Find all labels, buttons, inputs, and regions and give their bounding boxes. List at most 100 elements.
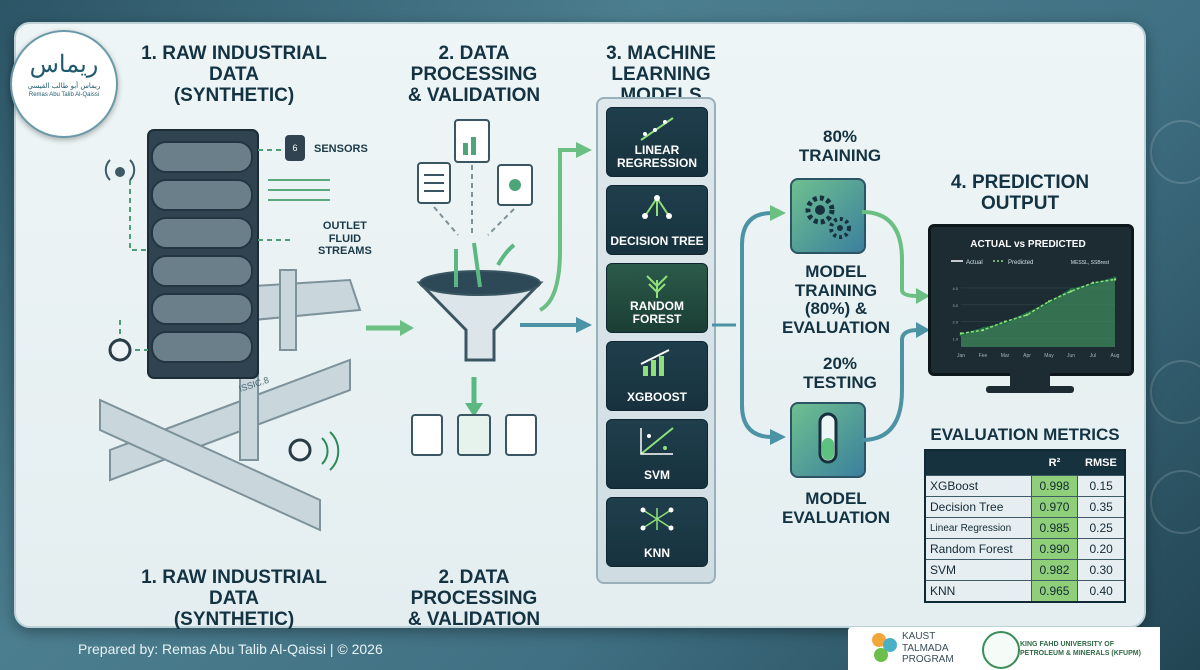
background-ring xyxy=(1150,360,1200,424)
heading-processing-bottom-line1: 2. DATA PROCESSING xyxy=(374,568,574,610)
monitor: ACTUAL vs PREDICTED Actual Predicted MES… xyxy=(928,224,1134,376)
model-name: SVM xyxy=(607,469,707,482)
wireless-sensor-icon xyxy=(106,160,134,180)
legend-predicted: Predicted xyxy=(1008,260,1033,266)
chart-point-predicted xyxy=(960,332,962,334)
metrics-header-r2: R² xyxy=(1031,450,1078,476)
kfupm-line1: KING FAHD UNIVERSITY OF xyxy=(1020,640,1141,649)
sensor-icon: 6 xyxy=(285,135,305,161)
metrics-r2-cell: 0.990 xyxy=(1031,539,1078,560)
metrics-r2-cell: 0.965 xyxy=(1031,581,1078,603)
model-card-svm[interactable]: SVM xyxy=(606,419,708,489)
legend-note: MESSL, SSBrest xyxy=(1071,260,1110,266)
badge-latin-name: Remas Abu Talib Al-Qaissi xyxy=(12,92,116,98)
metrics-rmse-cell: 0.25 xyxy=(1078,518,1125,539)
model-card-decision-tree[interactable]: DECISION TREE xyxy=(606,185,708,255)
metrics-r2-cell: 0.970 xyxy=(1031,497,1078,518)
heading-processing-bottom-line2: & VALIDATION xyxy=(374,610,574,631)
model-name: LINEARREGRESSION xyxy=(607,144,707,170)
eval-line1: MODEL xyxy=(778,490,894,509)
chart-x-tick-label: Fee xyxy=(979,353,988,359)
arrows-processing-to-models xyxy=(520,140,600,370)
kaust-line2: TALMADA xyxy=(902,643,954,655)
chart-point-predicted xyxy=(1070,290,1072,292)
model-name: XGBOOST xyxy=(607,391,707,404)
metrics-rmse-cell: 0.40 xyxy=(1078,581,1125,603)
metrics-model-cell: SVM xyxy=(925,560,1031,581)
arrow-raw-to-processing xyxy=(366,318,416,338)
chart-point-predicted xyxy=(982,329,984,331)
footer-credit: Prepared by: Remas Abu Talib Al-Qaissi |… xyxy=(78,641,383,657)
metrics-rmse-cell: 0.35 xyxy=(1078,497,1125,518)
models-column: LINEARREGRESSION DECISION TREE RANDOMFOR… xyxy=(596,97,716,584)
heading-prediction-line1: 4. PREDICTION xyxy=(940,173,1100,194)
heading-prediction: 4. PREDICTION OUTPUT xyxy=(940,173,1100,215)
chart-point-predicted xyxy=(1026,314,1028,316)
kfupm-name-text: KING FAHD UNIVERSITY OF PETROLEUM & MINE… xyxy=(1020,640,1141,658)
metrics-header-model xyxy=(925,450,1031,476)
metrics-r2-cell: 0.985 xyxy=(1031,518,1078,539)
heading-processing-top-line2: & VALIDATION xyxy=(374,86,574,107)
train-percent: 80% xyxy=(790,128,890,147)
model-card-knn[interactable]: KNN xyxy=(606,497,708,567)
badge-arabic-subtitle: ريماس أبو طالب القيسي xyxy=(12,82,116,90)
kfupm-line2: PETROLEUM & MINERALS (KFUPM) xyxy=(1020,649,1141,658)
monitor-stand xyxy=(1010,372,1050,386)
chart-y-tick-label: 2.0 xyxy=(952,320,958,325)
sensors-label: SENSORS xyxy=(314,143,368,156)
chart-x-tick-label: Apr xyxy=(1023,353,1031,359)
heading-raw-bottom-line2: (SYNTHETIC) xyxy=(118,610,350,631)
chart-x-tick-label: Jul xyxy=(1090,353,1096,359)
model-name: RANDOMFOREST xyxy=(607,300,707,326)
model-card-xgboost[interactable]: XGBOOST xyxy=(606,341,708,411)
industrial-plant-illustration: ISSIC.8 xyxy=(90,120,380,560)
hyperplane-icon xyxy=(637,426,677,456)
background-ring xyxy=(1150,120,1200,184)
chart-point-predicted xyxy=(1114,278,1116,280)
heading-processing-top: 2. DATA PROCESSING & VALIDATION xyxy=(374,44,574,107)
heading-raw-bottom-line1: 1. RAW INDUSTRIAL DATA xyxy=(118,568,350,610)
outlet-line3: STREAMS xyxy=(318,245,372,258)
heading-processing-bottom: 2. DATA PROCESSING & VALIDATION xyxy=(374,568,574,631)
chart-x-tick-label: Jan xyxy=(957,353,965,359)
model-name: DECISION TREE xyxy=(607,235,707,248)
sensor-badge-number: 6 xyxy=(292,143,297,153)
input-document-icons xyxy=(418,120,532,205)
chart-point-predicted xyxy=(1092,282,1094,284)
eval-line2: EVALUATION xyxy=(778,509,894,528)
metrics-r2-cell: 0.982 xyxy=(1031,560,1078,581)
kaust-line1: KAUST xyxy=(902,631,954,643)
metrics-model-cell: XGBoost xyxy=(925,476,1031,497)
background-ring xyxy=(1150,470,1200,534)
heading-raw-bottom: 1. RAW INDUSTRIAL DATA (SYNTHETIC) xyxy=(118,568,350,631)
legend-actual: Actual xyxy=(966,260,983,266)
model-name: KNN xyxy=(607,547,707,560)
metrics-row: Random Forest0.9900.20 xyxy=(925,539,1125,560)
heading-raw-top-line1: 1. RAW INDUSTRIAL DATA xyxy=(118,44,350,86)
chart-y-tick-label: 1.0 xyxy=(952,337,958,342)
train-word: TRAINING xyxy=(790,147,890,166)
metrics-rmse-cell: 0.30 xyxy=(1078,560,1125,581)
chart-x-tick-label: Aug xyxy=(1111,353,1120,359)
outlet-streams-label: OUTLET FLUID STREAMS xyxy=(318,220,372,258)
heading-raw-top-line2: (SYNTHETIC) xyxy=(118,86,350,107)
chart-x-tick-label: Jun xyxy=(1067,353,1075,359)
metrics-header-row: R² RMSE xyxy=(925,450,1125,476)
outlet-line1: OUTLET xyxy=(318,220,372,233)
metrics-header-rmse: RMSE xyxy=(1078,450,1125,476)
arrows-split-to-prediction xyxy=(862,200,932,460)
metrics-rmse-cell: 0.20 xyxy=(1078,539,1125,560)
heading-processing-top-line1: 2. DATA PROCESSING xyxy=(374,44,574,86)
flow-sensor-icon xyxy=(290,440,310,460)
chart-y-tick-label: 3.0 xyxy=(952,303,958,308)
network-nodes-icon xyxy=(637,504,677,534)
metrics-model-cell: Decision Tree xyxy=(925,497,1031,518)
kaust-line3: PROGRAM xyxy=(902,654,954,666)
badge-arabic-name: ريماس xyxy=(12,50,116,78)
